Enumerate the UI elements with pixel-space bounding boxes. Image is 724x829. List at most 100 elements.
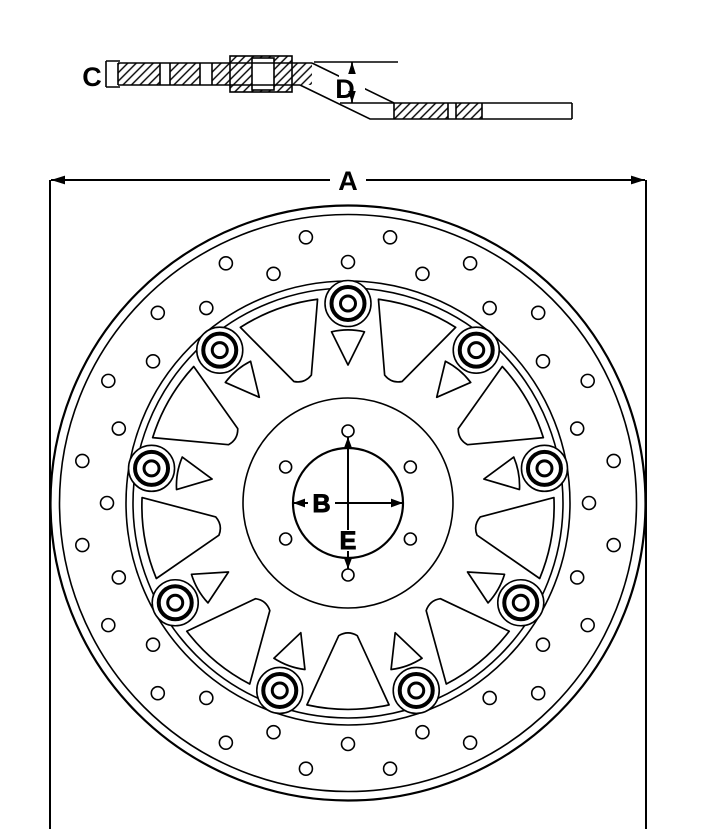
dimension-c-label: C [82,62,102,92]
band-hole [150,305,166,321]
band-hole [581,495,597,511]
band-hole [266,724,281,740]
band-hole [462,256,478,271]
bolt-hole [278,460,293,474]
bobbin-center [166,593,185,612]
carrier-windows [141,298,555,711]
band-hole [340,254,356,270]
bolt-hole [341,424,355,438]
band-hole [580,617,595,633]
carrier-triangle-cutout [175,456,213,491]
band-hole [569,570,585,585]
band-hole [199,300,214,316]
carrier-window [141,496,222,580]
hub-circle [242,397,454,609]
bobbin-center [407,681,426,700]
band-hole [535,354,551,369]
bobbin-center [535,459,554,478]
band-hole [145,354,161,369]
dimension-d: D [314,61,398,104]
band-hole [340,736,356,752]
dimension-d-label: D [335,74,355,104]
carrier-window [474,496,555,580]
dimension-d-extension-lines [314,61,398,104]
bobbin-center [210,341,229,360]
dimension-e-arrow-down [343,557,353,569]
dimension-b-label: B [312,490,330,518]
dimension-c: C [82,60,120,92]
dimension-e-label: E [340,527,357,555]
bolt-hole [403,532,418,546]
bolt-hole [403,460,418,474]
band-hole [535,637,551,652]
cross-section-hatching [118,56,482,119]
band-hole [606,537,621,553]
floating-bobbins [127,279,569,715]
carrier-window [239,298,319,383]
band-hole [111,421,127,436]
bobbin-center [467,341,486,360]
dimension-c-bracket [105,60,120,88]
brake-band-holes [75,230,621,776]
hub-bore-section [251,57,275,91]
dimension-d-label-bg [339,72,365,91]
outer-edge-circle [49,204,647,802]
hatch-flange-segment [456,103,482,119]
cross-section-view [117,55,573,120]
hub-block-outline [229,55,293,93]
band-hole [99,495,115,511]
dimension-a-arrow-left [51,175,65,185]
carrier-window [306,631,390,711]
band-hole [298,761,314,776]
dimension-d-arrow-up [348,62,356,74]
band-hole [298,230,314,245]
carrier-triangle-cutouts [175,329,521,671]
band-hole [199,690,214,706]
band-hole [530,685,546,701]
disc-band-outline [117,62,312,86]
carrier-window [457,365,545,446]
dimension-e: E [334,437,362,569]
band-hole [150,685,166,701]
carrier-triangle-cutout [330,329,366,366]
carrier-triangle-cutout [190,571,230,604]
hatch-segment [292,63,312,85]
band-hole [569,421,585,436]
band-hole [111,570,127,585]
band-hole [75,453,90,469]
carrier-triangle-cutout [435,360,472,399]
hatch-flange-segment [394,103,448,119]
carrier-triangle-cutout [390,631,423,671]
dimension-a-label: A [338,166,358,196]
rim-inner-circle [58,213,638,793]
dimension-b-label-bg [308,492,335,514]
bolt-hole [341,568,355,582]
carrier-triangle-cutout [466,571,506,604]
band-hole [101,617,116,633]
band-hole [218,735,234,750]
band-hole [266,266,281,282]
band-hole [145,637,161,652]
band-hole [530,305,546,321]
hatch-segment [212,63,230,85]
carrier-window [425,597,511,685]
band-hole [462,735,478,750]
band-hole [415,266,430,282]
bobbin-center [270,681,289,700]
bobbin-center [511,593,530,612]
dimension-a-arrow-right [631,175,645,185]
band-hole [482,300,497,316]
band-hole [482,690,497,706]
carrier-triangle-cutout [224,360,261,399]
dimension-b-arrow-left [293,498,305,508]
band-hole [382,761,398,776]
carrier-window [185,597,271,685]
bobbin-center [339,294,357,313]
band-hole [382,230,398,245]
hatch-segment [118,63,160,85]
carrier-triangle-cutout [483,456,521,491]
dimension-e-label-bg [334,530,362,551]
disc-front-view: B E [49,204,647,802]
